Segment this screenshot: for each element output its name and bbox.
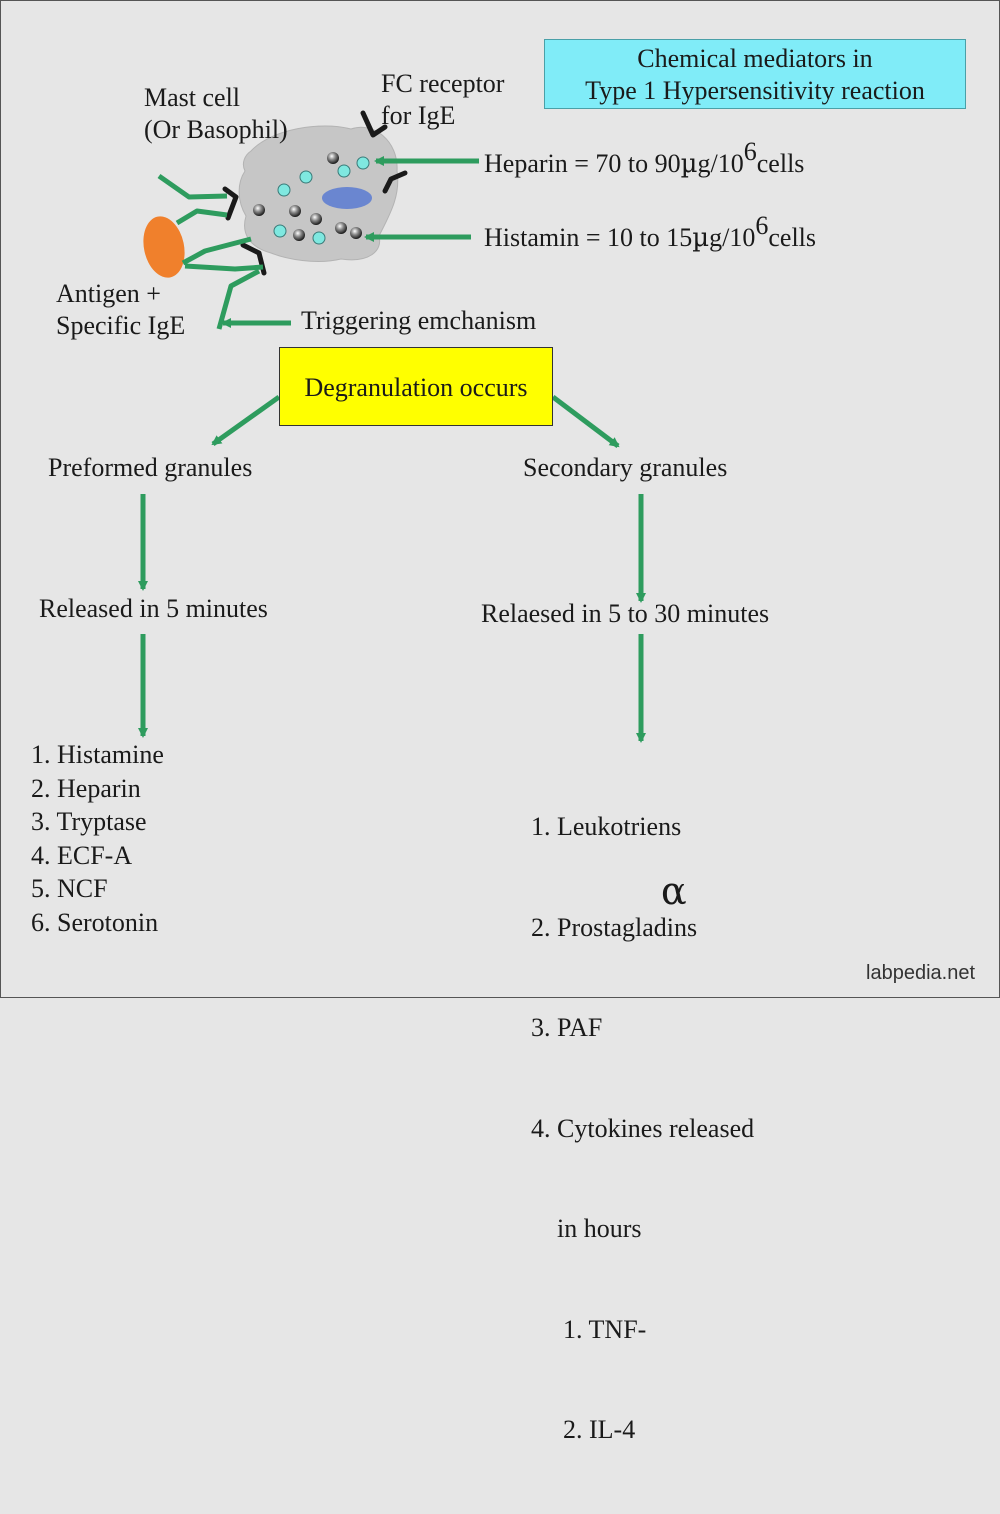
mast-cell-sublabel: (Or Basophil) [144, 115, 288, 144]
alpha-symbol: α [661, 869, 687, 913]
preformed-granules-label: Preformed granules [48, 453, 253, 482]
right-mediator-list: 1. Leukotriens 2. Prostagladins 3. PAF 4… [531, 743, 754, 1514]
histamin-cells: cells [768, 223, 817, 252]
heparin-mu: µ [680, 149, 698, 179]
left-released-label: Released in 5 minutes [39, 594, 268, 623]
histamin-text: Histamin = 10 to 15 [484, 223, 693, 252]
arrows [138, 156, 646, 743]
histamin-mu: µ [692, 223, 710, 253]
fc-receptor-label: FC receptor [381, 69, 505, 98]
list-item: 4. Cytokines released [531, 1113, 755, 1143]
list-item: 1. Leukotriens [531, 812, 682, 841]
ige-antibodies [157, 173, 264, 330]
list-subitem: 1. TNF- [563, 1314, 647, 1344]
diagram-graphics [138, 110, 646, 743]
list-item: 5. NCF [31, 874, 108, 903]
list-item: 2. Prostagladins [531, 912, 698, 942]
title-box: Chemical mediators in Type 1 Hypersensit… [544, 39, 966, 109]
list-item: 1. Histamine [31, 740, 164, 769]
antigen-label: Antigen + [56, 279, 161, 308]
histamin-label: Histamin = 10 to 15µg/106cells [484, 211, 817, 253]
right-released-label: Relaesed in 5 to 30 minutes [481, 599, 770, 628]
credit-text: labpedia.net [866, 962, 975, 984]
nucleus [322, 187, 372, 209]
granules-dark [253, 152, 362, 241]
antigen-sublabel: Specific IgE [56, 311, 186, 340]
triggering-label: Triggering emchanism [301, 306, 537, 335]
heparin-text: Heparin = 70 to 90 [484, 149, 681, 178]
diagram-canvas: Chemical mediators in Type 1 Hypersensit… [0, 0, 1000, 1444]
antigen [143, 216, 185, 278]
heparin-unit: g/10 [697, 149, 744, 178]
list-item: 3. PAF [531, 1013, 603, 1042]
title-line-1: Chemical mediators in [637, 44, 873, 73]
list-item: 3. Tryptase [31, 807, 147, 836]
heparin-exp: 6 [743, 137, 757, 166]
list-item: 6. Serotonin [31, 907, 159, 937]
left-mediator-list: 1. Histamine 2. Heparin 3. Tryptase 4. E… [31, 738, 164, 939]
histamin-unit: g/10 [709, 223, 756, 252]
degranulation-box: Degranulation occurs [279, 347, 553, 426]
list-item: 4. ECF-A [31, 840, 133, 870]
histamin-exp: 6 [755, 211, 769, 240]
title-line-2: Type 1 Hypersensitivity reaction [585, 76, 925, 105]
list-item: 2. Heparin [31, 773, 141, 803]
heparin-cells: cells [756, 149, 805, 178]
fc-receptor-sublabel: for IgE [381, 101, 456, 130]
mast-cell-label: Mast cell [144, 83, 241, 112]
heparin-label: Heparin = 70 to 90µg/106cells [484, 137, 805, 179]
list-subitem: 2. IL-4 [563, 1415, 636, 1444]
secondary-granules-label: Secondary granules [523, 453, 728, 482]
list-item: in hours [531, 1214, 642, 1243]
granules-cyan [273, 156, 370, 245]
